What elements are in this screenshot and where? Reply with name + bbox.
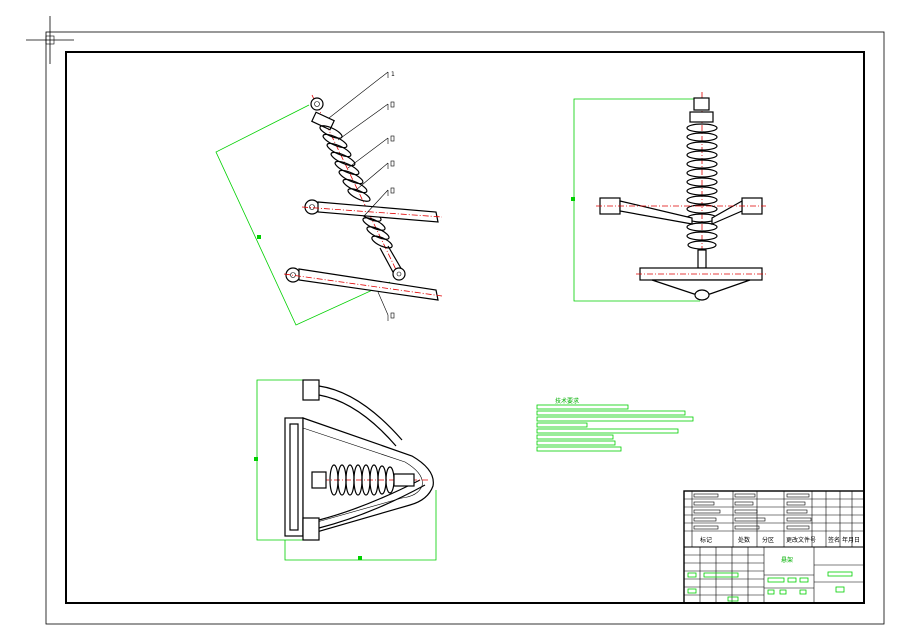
front-elevation-view	[571, 92, 766, 302]
tb-header-count: 处数	[738, 536, 750, 544]
tb-header-sign: 签名	[828, 536, 840, 544]
tb-header-zone: 分区	[762, 536, 774, 544]
tb-header-change: 更改文件号	[786, 536, 816, 544]
tb-header-date: 年月日	[842, 536, 860, 544]
crosshair-cursor-icon	[26, 16, 74, 64]
technical-requirements-note: 技术要求	[536, 397, 694, 452]
title-block: 标记 处数 分区 更改文件号 签名 年月日 悬架	[683, 490, 865, 604]
drawing-name: 悬架	[781, 556, 793, 564]
plan-view	[254, 379, 437, 561]
isometric-suspension-view: 1	[215, 71, 443, 326]
inner-drawing-frame	[65, 51, 865, 604]
part-balloon-1: 1	[391, 71, 395, 78]
tech-req-heading: 技术要求	[555, 397, 579, 405]
tb-header-mark: 标记	[700, 536, 712, 544]
overall-length-dimension	[215, 104, 391, 326]
outer-sheet-border	[45, 31, 885, 625]
